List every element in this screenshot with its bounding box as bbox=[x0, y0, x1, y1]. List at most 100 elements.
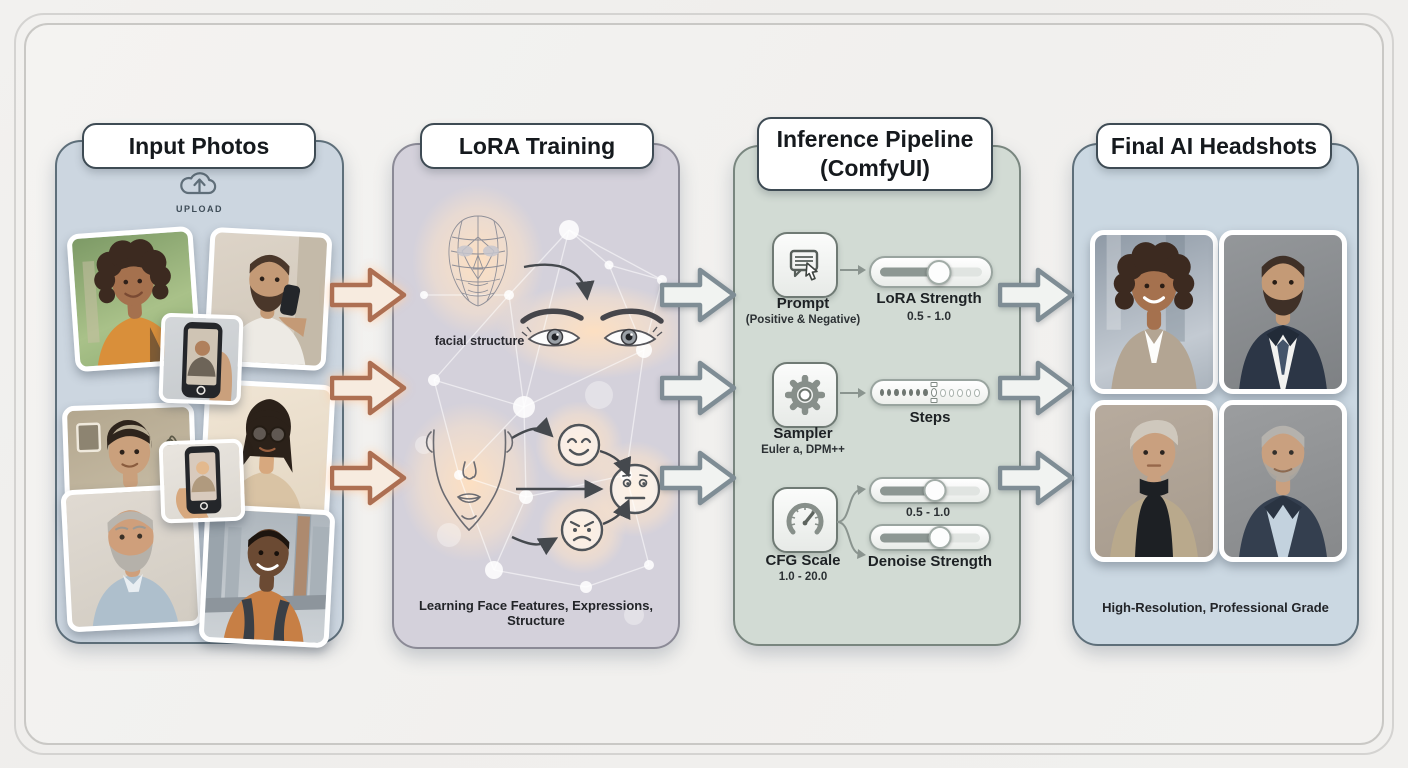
phone-camera-illustration-1 bbox=[181, 321, 233, 402]
older-man-illustration bbox=[92, 510, 179, 627]
step-dot-hollow bbox=[974, 388, 980, 397]
arrow-input-to-lora-1 bbox=[330, 267, 407, 323]
cfg-sublabel: 1.0 - 20.0 bbox=[778, 571, 828, 583]
input-photo-city-man bbox=[198, 503, 336, 649]
face-mesh-illustration bbox=[448, 215, 508, 307]
arrow-lora-to-inference-3 bbox=[660, 450, 737, 506]
cfg-label: CFG Scale bbox=[765, 552, 841, 569]
lora-strength-fill bbox=[880, 267, 940, 277]
step-dot-filled bbox=[923, 389, 928, 396]
headshot-professional-older-man bbox=[1219, 400, 1347, 562]
arrow-lora-to-inference-1 bbox=[660, 267, 737, 323]
arrow-inference-to-final-2 bbox=[998, 360, 1075, 416]
upload-block: UPLOAD bbox=[57, 166, 342, 214]
professional-older-man-illustration bbox=[1239, 425, 1327, 557]
angry-face-icon bbox=[560, 508, 604, 552]
happy-face-icon bbox=[557, 423, 601, 467]
denoise-slider-top[interactable] bbox=[869, 477, 991, 504]
prompt-sublabel: (Positive & Negative) bbox=[745, 314, 861, 326]
cfg-branch-arrows bbox=[836, 485, 866, 559]
lora-caption: Learning Face Features, Expressions, Str… bbox=[418, 598, 654, 628]
facial-structure-label: facial structure bbox=[434, 334, 525, 348]
headshot-professional-person bbox=[1090, 400, 1218, 562]
denoise-top-fill bbox=[880, 486, 935, 495]
title-input-photos-text: Input Photos bbox=[128, 132, 270, 159]
upload-cloud-icon bbox=[179, 172, 216, 195]
panel-lora-training: facial structure Learning Face Features,… bbox=[392, 143, 680, 649]
title-lora-training-text: LoRA Training bbox=[458, 132, 616, 159]
denoise-top-knob[interactable] bbox=[923, 479, 947, 502]
step-dot-filled bbox=[880, 389, 885, 396]
lower-face-illustration bbox=[425, 429, 514, 531]
title-final-headshots-text: Final AI Headshots bbox=[1110, 132, 1318, 159]
training-flow-arrows bbox=[511, 263, 632, 556]
sampler-label: Sampler bbox=[773, 425, 833, 442]
step-dot-filled bbox=[908, 389, 914, 396]
arrow-lora-to-inference-2 bbox=[660, 360, 737, 416]
lora-strength-range: 0.5 - 1.0 bbox=[906, 309, 952, 323]
title-inference-line2: (ComfyUI) bbox=[820, 155, 930, 181]
title-lora-training: LoRA Training bbox=[420, 123, 654, 169]
arrow-input-to-lora-3 bbox=[330, 450, 407, 506]
professional-man-illustration bbox=[1239, 255, 1327, 389]
arrow-prompt-to-slider bbox=[840, 265, 866, 275]
panel-final-headshots: High-Resolution, Professional Grade bbox=[1072, 143, 1359, 646]
steps-label: Steps bbox=[909, 409, 951, 426]
headshot-professional-woman bbox=[1090, 230, 1218, 394]
upload-label: UPLOAD bbox=[176, 204, 223, 214]
step-marker-handle[interactable] bbox=[930, 388, 937, 397]
denoise-top-track bbox=[880, 479, 980, 502]
title-final-headshots: Final AI Headshots bbox=[1096, 123, 1332, 169]
eyes-illustration bbox=[520, 308, 664, 347]
panel-inference-pipeline: Prompt (Positive & Negative) LoRA Streng… bbox=[733, 145, 1021, 646]
step-dot-filled bbox=[901, 389, 906, 396]
denoise-slider-bottom[interactable] bbox=[869, 524, 991, 551]
lora-strength-label: LoRA Strength bbox=[876, 290, 982, 307]
step-dot-hollow bbox=[948, 388, 955, 397]
final-caption: High-Resolution, Professional Grade bbox=[1102, 600, 1329, 615]
input-photo-phone-camera-2 bbox=[158, 438, 246, 524]
denoise-bottom-fill bbox=[880, 533, 940, 542]
step-dot-filled bbox=[887, 389, 892, 396]
denoise-range: 0.5 - 1.0 bbox=[905, 505, 951, 519]
lora-strength-track bbox=[880, 259, 982, 285]
headshot-professional-man bbox=[1219, 230, 1347, 394]
lora-strength-slider[interactable] bbox=[869, 256, 993, 288]
arrow-inference-to-final-1 bbox=[998, 267, 1075, 323]
input-photo-mirror-selfie-man bbox=[203, 226, 333, 372]
arrow-inference-to-final-3 bbox=[998, 450, 1075, 506]
sampler-sublabel: Euler a, DPM++ bbox=[761, 444, 845, 456]
step-dot-hollow bbox=[939, 388, 946, 397]
arrow-sampler-to-steps bbox=[840, 388, 866, 398]
mirror-selfie-illustration bbox=[223, 236, 328, 366]
denoise-bottom-knob[interactable] bbox=[928, 526, 952, 549]
cfg-gauge-icon bbox=[786, 502, 824, 535]
panel-input-photos: UPLOAD bbox=[55, 140, 344, 649]
step-dot-filled bbox=[894, 389, 899, 396]
title-inference-pipeline: Inference Pipeline (ComfyUI) bbox=[757, 117, 993, 191]
prompt-icon bbox=[789, 249, 819, 281]
denoise-strength-label: Denoise Strength bbox=[867, 553, 993, 570]
title-input-photos: Input Photos bbox=[82, 123, 316, 169]
professional-woman-illustration bbox=[1106, 235, 1197, 389]
step-dot-filled bbox=[916, 389, 921, 396]
steps-indicator[interactable] bbox=[870, 379, 990, 406]
input-photo-older-man bbox=[60, 483, 204, 633]
professional-person-illustration bbox=[1110, 420, 1198, 557]
city-man-illustration bbox=[204, 513, 331, 642]
prompt-label: Prompt bbox=[776, 295, 830, 312]
sampler-gear-icon bbox=[785, 375, 825, 415]
prompt-icon-box bbox=[772, 232, 838, 298]
phone-camera-illustration-2 bbox=[175, 445, 222, 519]
title-inference-line1: Inference Pipeline bbox=[776, 126, 974, 153]
denoise-bottom-track bbox=[880, 526, 980, 549]
neural-network-background bbox=[400, 185, 678, 625]
cfg-icon-box bbox=[772, 487, 838, 553]
lora-strength-knob[interactable] bbox=[926, 259, 952, 285]
sampler-icon-box bbox=[772, 362, 838, 428]
neutral-face-icon bbox=[609, 463, 661, 515]
step-dot-hollow bbox=[957, 388, 963, 397]
input-photo-phone-camera-1 bbox=[158, 312, 244, 406]
arrow-input-to-lora-2 bbox=[330, 360, 407, 416]
